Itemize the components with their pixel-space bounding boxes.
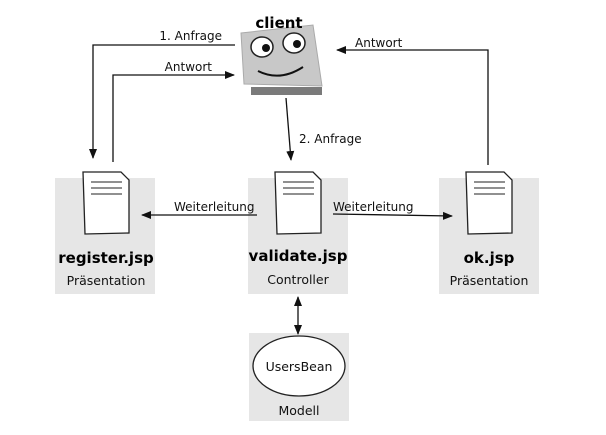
model-role: Modell xyxy=(278,403,319,418)
arrow-anfrage-1 xyxy=(89,44,235,159)
register-role: Präsentation xyxy=(67,273,146,288)
label-anfrage-2: 2. Anfrage xyxy=(299,132,362,146)
register-title: register.jsp xyxy=(58,249,154,267)
validate-document-icon xyxy=(274,171,322,235)
arrow-weiterleitung-right xyxy=(332,211,453,220)
ok-title: ok.jsp xyxy=(464,249,515,267)
arrow-anfrage-2 xyxy=(285,97,295,161)
arrow-antwort-left xyxy=(112,71,235,162)
label-weiterleitung-right: Weiterleitung xyxy=(333,200,413,214)
arrow-antwort-right xyxy=(336,46,489,165)
label-anfrage-1: 1. Anfrage xyxy=(159,29,222,43)
label-weiterleitung-left: Weiterleitung xyxy=(174,200,254,214)
client-title: client xyxy=(255,14,302,32)
client-icon xyxy=(240,24,323,95)
usersbean-ellipse xyxy=(252,335,346,397)
label-antwort-right: Antwort xyxy=(355,36,403,50)
register-document-icon xyxy=(82,171,130,235)
label-antwort-left: Antwort xyxy=(165,60,213,74)
ok-role: Präsentation xyxy=(450,273,529,288)
validate-title: validate.jsp xyxy=(249,247,348,265)
ok-document-icon xyxy=(465,171,513,235)
model-title: UsersBean xyxy=(266,359,333,374)
validate-role: Controller xyxy=(267,272,329,287)
